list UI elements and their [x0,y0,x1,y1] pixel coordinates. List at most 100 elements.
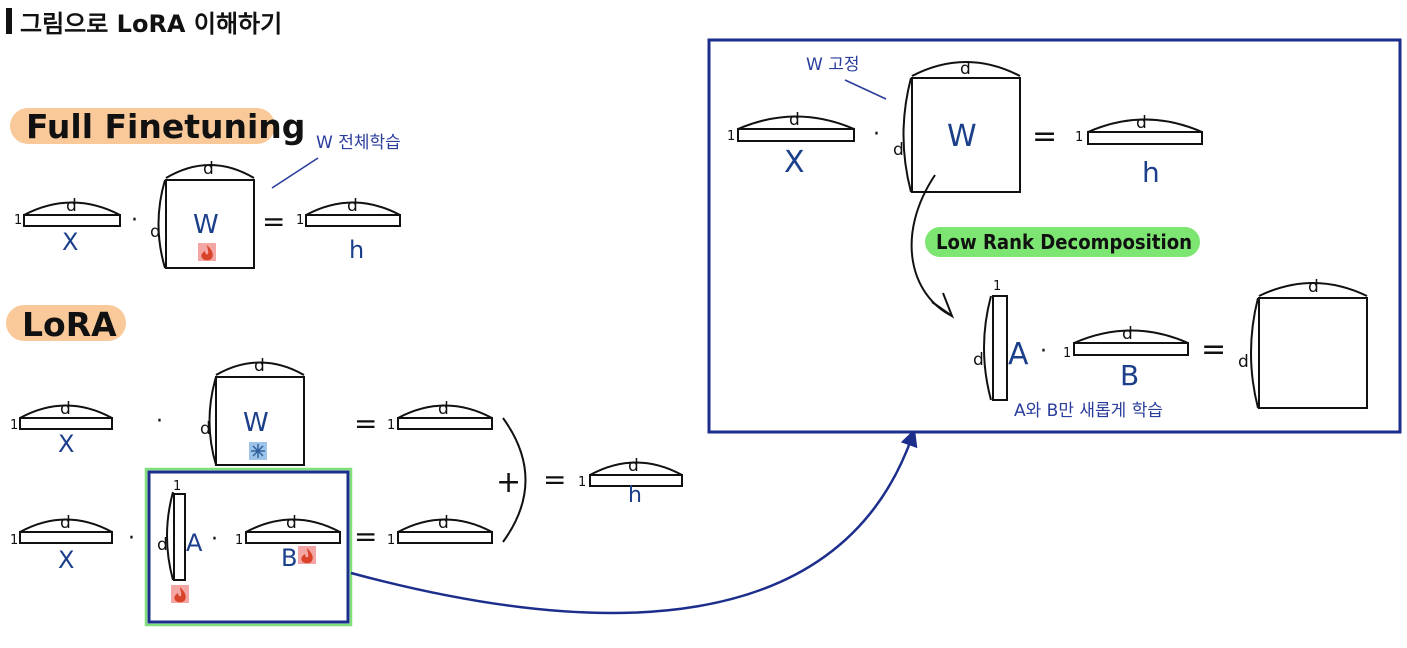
fire-icon [198,243,216,261]
fire-icon [171,585,189,603]
x2-vector-box [19,531,113,544]
w-fixed-pointer [844,79,887,100]
w-row-brace [157,179,166,269]
h-result-dim-one: 1 [578,475,586,490]
detail-b-matrix-box [1073,342,1189,356]
detail-a-label: A [1008,337,1029,372]
bax-dim-d: d [438,513,449,533]
detail-b-dim-d: d [1122,324,1133,344]
detail-ba-col-brace [1258,282,1368,297]
plus-sign: + [496,465,521,500]
x-label: X [62,228,78,256]
detail-h-dim-one: 1 [1075,130,1083,145]
detail-w-dim-cols: d [960,59,971,79]
detail-panel: W 고정 1 d X · d d W = 1 d h Low Rank Deco… [707,38,1402,434]
h-dim-brace [305,201,401,216]
zoom-connector-arrow [350,428,918,615]
full-finetuning-heading: Full Finetuning [26,107,305,146]
equals-sign-1: = [354,407,377,440]
x2-dim-d: d [60,513,71,533]
decomposition-label: Low Rank Decomposition [936,230,1192,254]
detail-x-dim-d: d [789,110,800,130]
note-pointer-line [271,157,319,189]
h-result-dim-d: d [628,456,639,476]
detail-a-dim-one: 1 [993,279,1001,294]
dot-operator-1: · [156,409,163,434]
detail-x-dim-brace [737,115,855,130]
detail-b-col-brace [1073,329,1189,344]
x2-label: X [58,546,74,574]
a-label: A [186,529,203,557]
detail-w-dim-rows: d [893,140,904,160]
b-col-brace [245,518,341,533]
detail-h-label: h [1142,156,1160,189]
lora-highlight [6,305,126,341]
bax-dim-brace [397,518,493,533]
w-frozen-col-brace [215,361,305,376]
detail-h-dim-d: d [1136,113,1147,133]
sum-bracket [502,417,527,543]
a-row-brace [166,491,174,581]
detail-equals-2: = [1201,332,1226,367]
dot-operator-3: · [211,527,218,552]
x1-label: X [58,430,74,458]
x1-dim-brace [19,404,113,419]
h-vector-box [305,214,401,227]
detail-h-vector-box [1087,131,1203,145]
w-frozen-label: W [243,408,269,438]
x-vector-box [23,214,121,227]
detail-x-label: X [784,145,805,180]
b-dim-one: 1 [235,533,243,548]
wx-dim-one: 1 [387,418,395,433]
w-frozen-row-brace [208,376,217,466]
page-title-text: 그림으로 LoRA 이해하기 [20,9,283,38]
h-dim-d: d [347,196,358,216]
wx-dim-d: d [438,399,449,419]
full-finetuning-highlight [10,108,275,144]
x2-dim-brace [19,518,113,533]
wx-vector-box [397,417,493,430]
w-full-training-note: W 전체학습 [316,133,401,153]
h-result-dim-brace [589,461,683,476]
h-result-label: h [628,483,642,508]
decomposition-arrowhead [931,292,955,319]
full-finetuning-section: Full Finetuning W 전체학습 1 d X · d d W = 1… [10,107,401,269]
lora-adapter-green-box [144,467,353,627]
x1-vector-box [19,417,113,430]
x1-dim-one: 1 [10,418,18,433]
detail-ba-dim-cols: d [1308,277,1319,297]
fire-icon [298,546,316,564]
b-dim-d: d [286,513,297,533]
x2-dim-one: 1 [10,533,18,548]
detail-w-matrix-box [911,77,1021,193]
a-b-training-note: A와 B만 새롭게 학습 [1014,401,1163,421]
snowflake-icon [249,442,267,460]
w-dim-cols: d [203,159,214,179]
bax-vector-box [397,531,493,544]
x-dim-d: d [66,196,77,216]
equals-sign-2: = [354,520,377,553]
h-label: h [349,236,364,264]
detail-w-label: W [947,119,977,154]
detail-dot-1: · [873,122,880,147]
detail-h-dim-brace [1087,118,1203,133]
detail-x-dim-one: 1 [727,129,735,144]
equals-sign-3: = [543,463,566,496]
a-dim-one: 1 [173,479,181,494]
w-frozen-dim-cols: d [254,356,265,376]
detail-w-row-brace [902,77,912,193]
b-label: B [281,544,297,572]
w-col-brace [165,164,255,179]
title-bar [6,8,12,34]
x-dim-one: 1 [14,213,22,228]
w-frozen-dim-rows: d [200,419,211,439]
a-matrix-box [173,493,186,581]
detail-equals-1: = [1032,119,1057,154]
detail-dot-2: · [1040,339,1047,364]
detail-a-matrix-box [992,295,1008,401]
w-label: W [193,210,219,240]
lora-adapter-frame [147,470,350,624]
h-dim-one: 1 [296,213,304,228]
equals-sign: = [262,205,285,238]
